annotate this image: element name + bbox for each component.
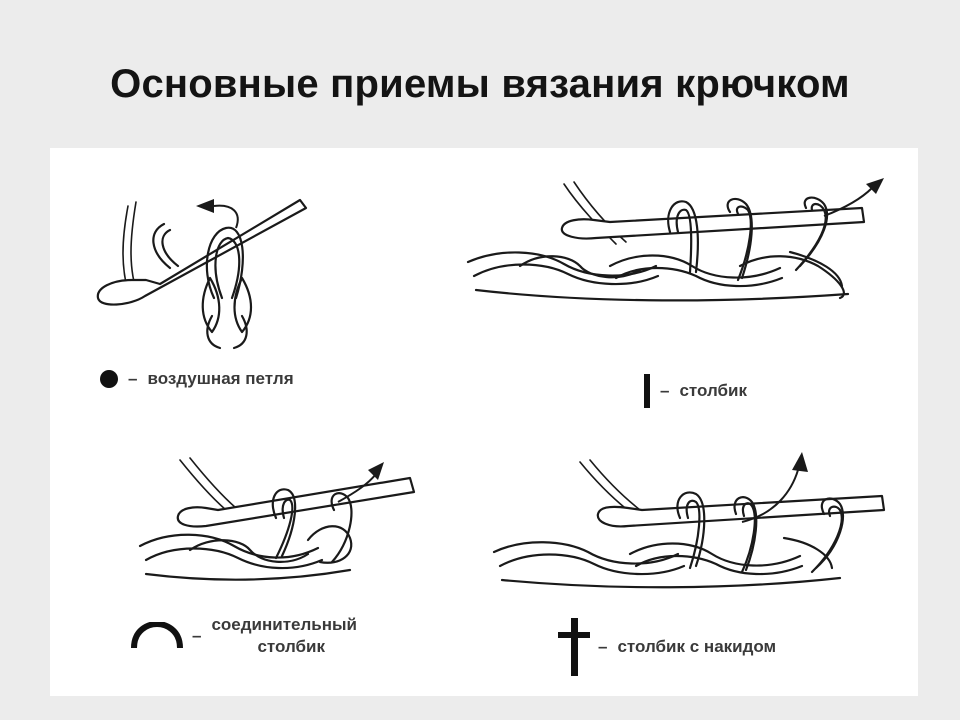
legend-dash: – [598,637,608,656]
arc-icon [131,622,183,649]
legend-label-double-crochet: столбик с накидом [617,637,777,656]
diagram-panel: – воздушная петля [50,148,918,696]
legend-dash: – [660,381,670,400]
cross-icon [558,618,590,676]
legend-label-slip-stitch-line-1: соединительный [211,615,357,634]
legend-label-single-crochet: столбик [679,381,748,400]
legend-dash: – [192,626,202,645]
legend-label-chain: воздушная петля [147,369,294,388]
stitch-cell-single-crochet: – столбик [460,148,918,418]
stitch-cell-slip-stitch: – соединительный столбик [50,418,480,696]
stitch-cell-chain: – воздушная петля [50,148,480,418]
chain-stitch-illustration [96,198,308,350]
legend-label-slip-stitch: соединительный столбик [211,614,357,658]
slip-stitch-illustration [138,457,416,581]
legend-chain: – воздушная петля [98,368,294,390]
legend-single-crochet: – столбик [642,374,747,408]
double-crochet-illustration [492,452,886,589]
page-title: Основные приемы вязания крючком [110,62,850,106]
vertical-bar-icon [644,374,650,408]
legend-double-crochet: – столбик с накидом [558,618,776,676]
single-crochet-illustration [466,178,884,302]
legend-dash: – [128,369,138,388]
stitch-cell-double-crochet: – столбик с накидом [480,418,918,696]
filled-dot-icon [100,370,118,388]
legend-slip-stitch: – соединительный столбик [130,614,357,658]
legend-label-slip-stitch-line-2: столбик [257,637,326,656]
